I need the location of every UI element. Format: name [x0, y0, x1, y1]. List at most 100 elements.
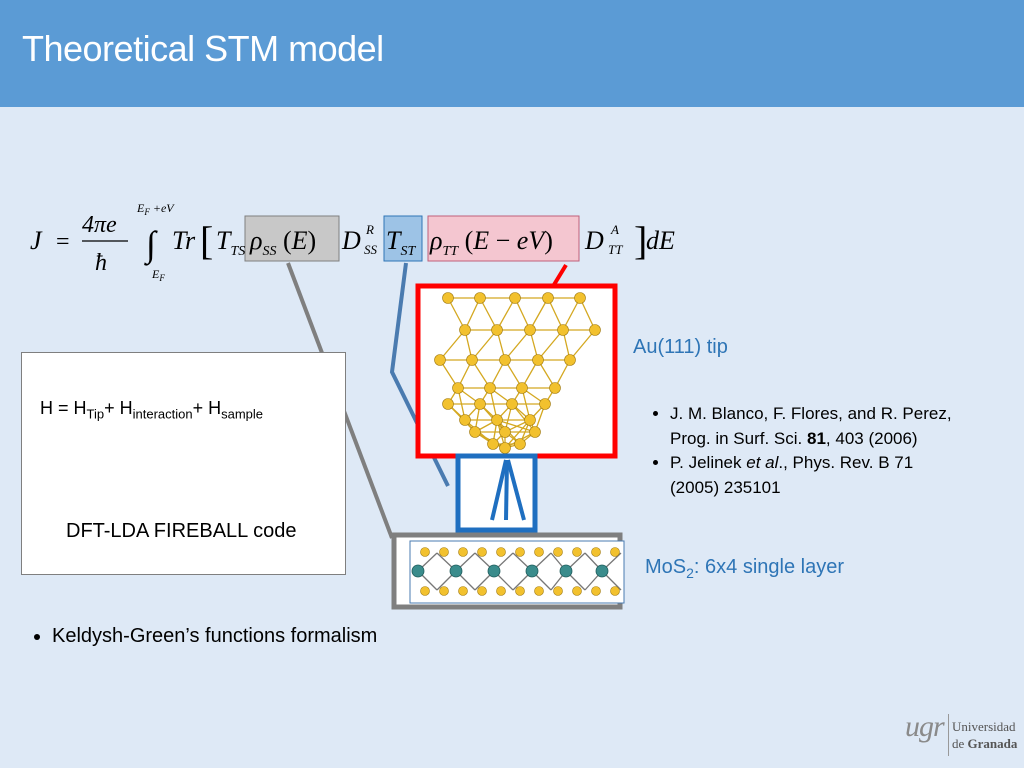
s-atom	[591, 547, 601, 557]
au-atom	[564, 354, 576, 366]
au-bond	[439, 329, 466, 361]
s-atom	[610, 547, 620, 557]
au-atom	[542, 292, 554, 304]
au-atom	[474, 398, 486, 410]
logo-line1: Universidad	[952, 719, 1016, 734]
svg-text:A: A	[610, 222, 619, 237]
bullet-text: Keldysh-Green’s functions formalism	[52, 625, 377, 648]
mo-atom	[487, 564, 501, 578]
svg-text:SS: SS	[364, 242, 378, 257]
s-atom	[515, 586, 525, 596]
svg-text:[: [	[200, 218, 213, 263]
au-atom	[574, 292, 586, 304]
eq-numerator: 4πe	[82, 212, 117, 238]
au-bond	[471, 329, 498, 361]
au-atom	[459, 324, 471, 336]
au-bond	[511, 403, 536, 433]
s-atom	[458, 586, 468, 596]
au-atom	[499, 354, 511, 366]
au-atom	[514, 438, 526, 450]
au-atom	[434, 354, 446, 366]
au-atom	[539, 398, 551, 410]
s-atom	[591, 586, 601, 596]
svg-text:ρTT (E − eV): ρTT (E − eV)	[429, 226, 553, 259]
svg-text:ρSS (E): ρSS (E)	[249, 226, 316, 259]
s-atom	[458, 547, 468, 557]
s-atom	[439, 547, 449, 557]
reference-item: J. M. Blanco, F. Flores, and R. Perez, P…	[670, 402, 1016, 451]
au-atom	[459, 414, 471, 426]
au-atom	[452, 382, 464, 394]
university-logo: ugr Universidad de Granada	[905, 706, 1020, 762]
au-atom	[529, 426, 541, 438]
logo-line2: de Granada	[952, 736, 1018, 751]
tip-label: Au(111) tip	[633, 336, 728, 358]
hamiltonian-formula: H = HTip+ Hinteraction+ Hsample	[40, 398, 264, 422]
au-bond	[569, 329, 596, 361]
code-name: DFT-LDA FIREBALL code	[66, 520, 297, 542]
au-bond	[464, 297, 481, 331]
au-atom	[557, 324, 569, 336]
main-bullet: Keldysh-Green’s functions formalism	[26, 625, 377, 648]
au-bond	[529, 297, 549, 331]
mo-atom	[525, 564, 539, 578]
interaction-line-2	[504, 459, 509, 521]
svg-text:]: ]	[634, 218, 647, 263]
au-atom	[484, 382, 496, 394]
au-atom	[524, 324, 536, 336]
logo-mark: ugr	[905, 710, 945, 743]
au-atom	[491, 414, 503, 426]
eq-lhs: J	[30, 226, 43, 255]
sample-label-rest: : 6x4 single layer	[693, 556, 844, 578]
au-atom	[466, 354, 478, 366]
au-atom	[491, 324, 503, 336]
s-atom	[610, 586, 620, 596]
svg-text:dE: dE	[646, 226, 675, 255]
t-st-highlight	[383, 215, 423, 262]
eq-lower-limit: EF	[151, 267, 165, 283]
au-tip-lattice	[434, 292, 601, 454]
references-list: J. M. Blanco, F. Flores, and R. Perez, P…	[646, 402, 1016, 501]
s-atom	[477, 547, 487, 557]
au-bond	[514, 297, 531, 331]
eq-denominator: ħ	[95, 250, 107, 276]
svg-text:TT: TT	[608, 242, 623, 257]
s-atom	[477, 586, 487, 596]
au-atom	[549, 382, 561, 394]
au-atom	[589, 324, 601, 336]
au-atom	[509, 292, 521, 304]
au-bond	[496, 297, 516, 331]
au-bond	[562, 297, 581, 331]
sample-label-sub: 2	[686, 565, 694, 581]
au-atom	[499, 442, 511, 454]
interaction-line-1	[490, 459, 508, 521]
slide-header: Theoretical STM model	[0, 0, 1024, 107]
mo-atom	[595, 564, 609, 578]
eq-equals: =	[56, 229, 70, 255]
svg-text:TST: TST	[386, 226, 416, 259]
au-bond	[479, 297, 498, 331]
au-bond	[447, 297, 466, 331]
s-atom	[534, 586, 544, 596]
interaction-line-3	[506, 459, 526, 521]
s-atom	[515, 547, 525, 557]
s-atom	[496, 586, 506, 596]
eq-upper-limit: EF +eV	[136, 201, 175, 217]
au-bond	[537, 329, 564, 361]
eq-integral: ∫	[144, 224, 158, 266]
au-bond	[504, 419, 531, 449]
slide-title: Theoretical STM model	[22, 28, 384, 69]
svg-text:TTS: TTS	[216, 226, 245, 259]
au-bond	[547, 297, 564, 331]
hamiltonian-box: H = HTip+ Hinteraction+ Hsample DFT-LDA …	[21, 352, 346, 575]
s-atom	[496, 547, 506, 557]
s-atom	[553, 586, 563, 596]
rho-tt-highlight	[427, 215, 580, 262]
au-bond	[579, 297, 596, 331]
mo-atom	[559, 564, 573, 578]
svg-text:Tr: Tr	[172, 226, 196, 255]
s-atom	[420, 586, 430, 596]
sample-label-main: MoS	[645, 556, 687, 578]
au-atom	[499, 426, 511, 438]
rho-ss-highlight	[244, 215, 340, 262]
